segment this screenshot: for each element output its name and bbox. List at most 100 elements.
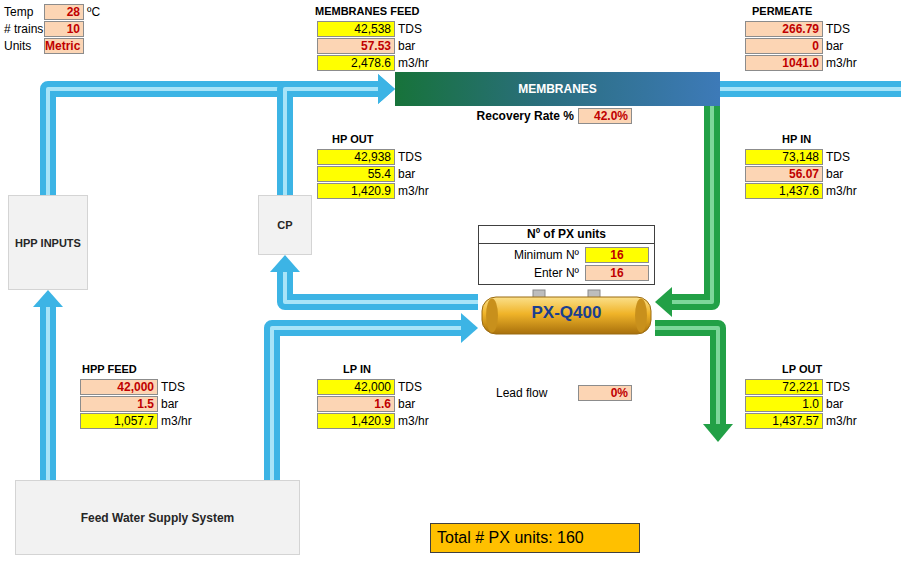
input-cell: 0%: [578, 385, 632, 401]
brine-outlet-pipe: [655, 328, 733, 442]
field-label: TDS: [398, 150, 422, 165]
value-cell: 55.4: [317, 166, 395, 182]
pipe-connector: [270, 255, 478, 302]
pipe-highlight: [46, 307, 50, 480]
pipe: [272, 328, 461, 480]
value-cell: 1,437.6: [745, 183, 823, 199]
pipe: [720, 81, 901, 97]
input-cell: 1041.0: [745, 55, 823, 71]
field-label: TDS: [398, 380, 422, 395]
field-label: m3/hr: [161, 414, 192, 429]
field-label: bar: [161, 397, 178, 412]
field-label: m3/hr: [826, 184, 857, 199]
node-label: Feed Water Supply System: [81, 511, 235, 525]
section-heading: HP OUT: [332, 132, 373, 147]
field-label: m3/hr: [398, 414, 429, 429]
field-label: TDS: [826, 22, 850, 37]
input-cell: 42.0%: [578, 108, 632, 124]
row-label: Minimum Nº: [479, 248, 583, 262]
section-heading: LP OUT: [782, 362, 822, 377]
input-cell: 266.79: [745, 21, 823, 37]
value-cell: 1,420.9: [317, 413, 395, 429]
table-title: Nº of PX units: [479, 226, 654, 244]
field-label: Lead flow: [496, 386, 547, 401]
input-cell: Metric: [44, 38, 84, 54]
pipe: [655, 328, 718, 424]
field-label: Temp: [4, 5, 33, 20]
section-heading: MEMBRANES FEED: [315, 4, 420, 19]
arrow-head: [33, 290, 63, 307]
permeate-pipe: [720, 89, 901, 90]
input-cell: 10: [44, 21, 84, 37]
end-cap: [635, 299, 647, 333]
field-label: TDS: [826, 380, 850, 395]
row-label: Enter Nº: [479, 266, 583, 280]
input-cell: 28: [44, 4, 84, 20]
field-label: TDS: [161, 380, 185, 395]
field-label: m3/hr: [398, 184, 429, 199]
arrow-head: [655, 287, 672, 317]
section-heading: HPP FEED: [82, 362, 137, 377]
pipe-highlight: [672, 106, 712, 302]
field-label: ºC: [87, 5, 100, 20]
field-label: TDS: [826, 150, 850, 165]
pipe: [40, 307, 56, 480]
input-cell: 42,000: [80, 379, 158, 395]
field-label: bar: [398, 397, 415, 412]
pipe-highlight: [655, 328, 718, 424]
value-cell: 1,057.7: [80, 413, 158, 429]
field-label: # trains: [4, 22, 43, 37]
input-cell: 56.07: [745, 166, 823, 182]
arrow-head: [378, 74, 395, 104]
field-label: m3/hr: [826, 56, 857, 71]
pipe-highlight: [720, 87, 901, 91]
field-label: Recovery Rate %: [450, 109, 574, 124]
node-label: HPP INPUTS: [15, 237, 81, 249]
pipe: [672, 106, 712, 302]
arrow-head: [270, 255, 300, 272]
node-label: PX-Q400: [532, 303, 602, 323]
value-cell: 72,221: [745, 379, 823, 395]
input-cell: 16: [585, 265, 649, 281]
section-heading: HP IN: [782, 132, 811, 147]
pump-box: CP: [258, 195, 312, 255]
pipe-connector: [48, 74, 395, 195]
field-label: m3/hr: [398, 56, 429, 71]
total-box: Total # PX units: 160: [430, 523, 640, 553]
value-cell: 42,938: [317, 149, 395, 165]
arrow-head: [378, 74, 395, 104]
field-label: bar: [398, 39, 415, 54]
pipe-connector: [655, 106, 712, 317]
value-cell: 42,538: [317, 21, 395, 37]
arrow-head: [703, 424, 733, 442]
supply-box: Feed Water Supply System: [15, 480, 300, 555]
value-cell: 42,000: [317, 379, 395, 395]
pipe-connector: [33, 290, 63, 480]
field-label: bar: [826, 167, 843, 182]
value-cell: 2,478.6: [317, 55, 395, 71]
field-label: bar: [826, 39, 843, 54]
value-cell: 73,148: [745, 149, 823, 165]
node-label: MEMBRANES: [518, 82, 597, 96]
input-cell: 1.6: [317, 396, 395, 412]
pipe-highlight: [272, 328, 461, 480]
units-table: Nº of PX unitsMinimum Nº16Enter Nº16: [478, 225, 655, 285]
section-heading: PERMEATE: [752, 4, 812, 19]
pipe: [285, 272, 478, 302]
membrane-band: MEMBRANES: [395, 72, 720, 106]
input-cell: 0: [745, 38, 823, 54]
pipe-highlight: [285, 272, 478, 302]
node-label: CP: [277, 219, 292, 231]
pipe-connector: [272, 313, 478, 480]
node-label: Total # PX units: 160: [437, 529, 584, 547]
px-device: PX-Q400: [478, 288, 655, 338]
field-label: m3/hr: [826, 414, 857, 429]
end-cap: [486, 299, 498, 333]
field-label: Units: [4, 39, 31, 54]
value-cell: 1,437.57: [745, 413, 823, 429]
value-cell: 16: [585, 247, 649, 263]
value-cell: 1.0: [745, 396, 823, 412]
arrow-head: [461, 313, 478, 343]
cylinder-body: [482, 297, 651, 334]
input-cell: 1.5: [80, 396, 158, 412]
